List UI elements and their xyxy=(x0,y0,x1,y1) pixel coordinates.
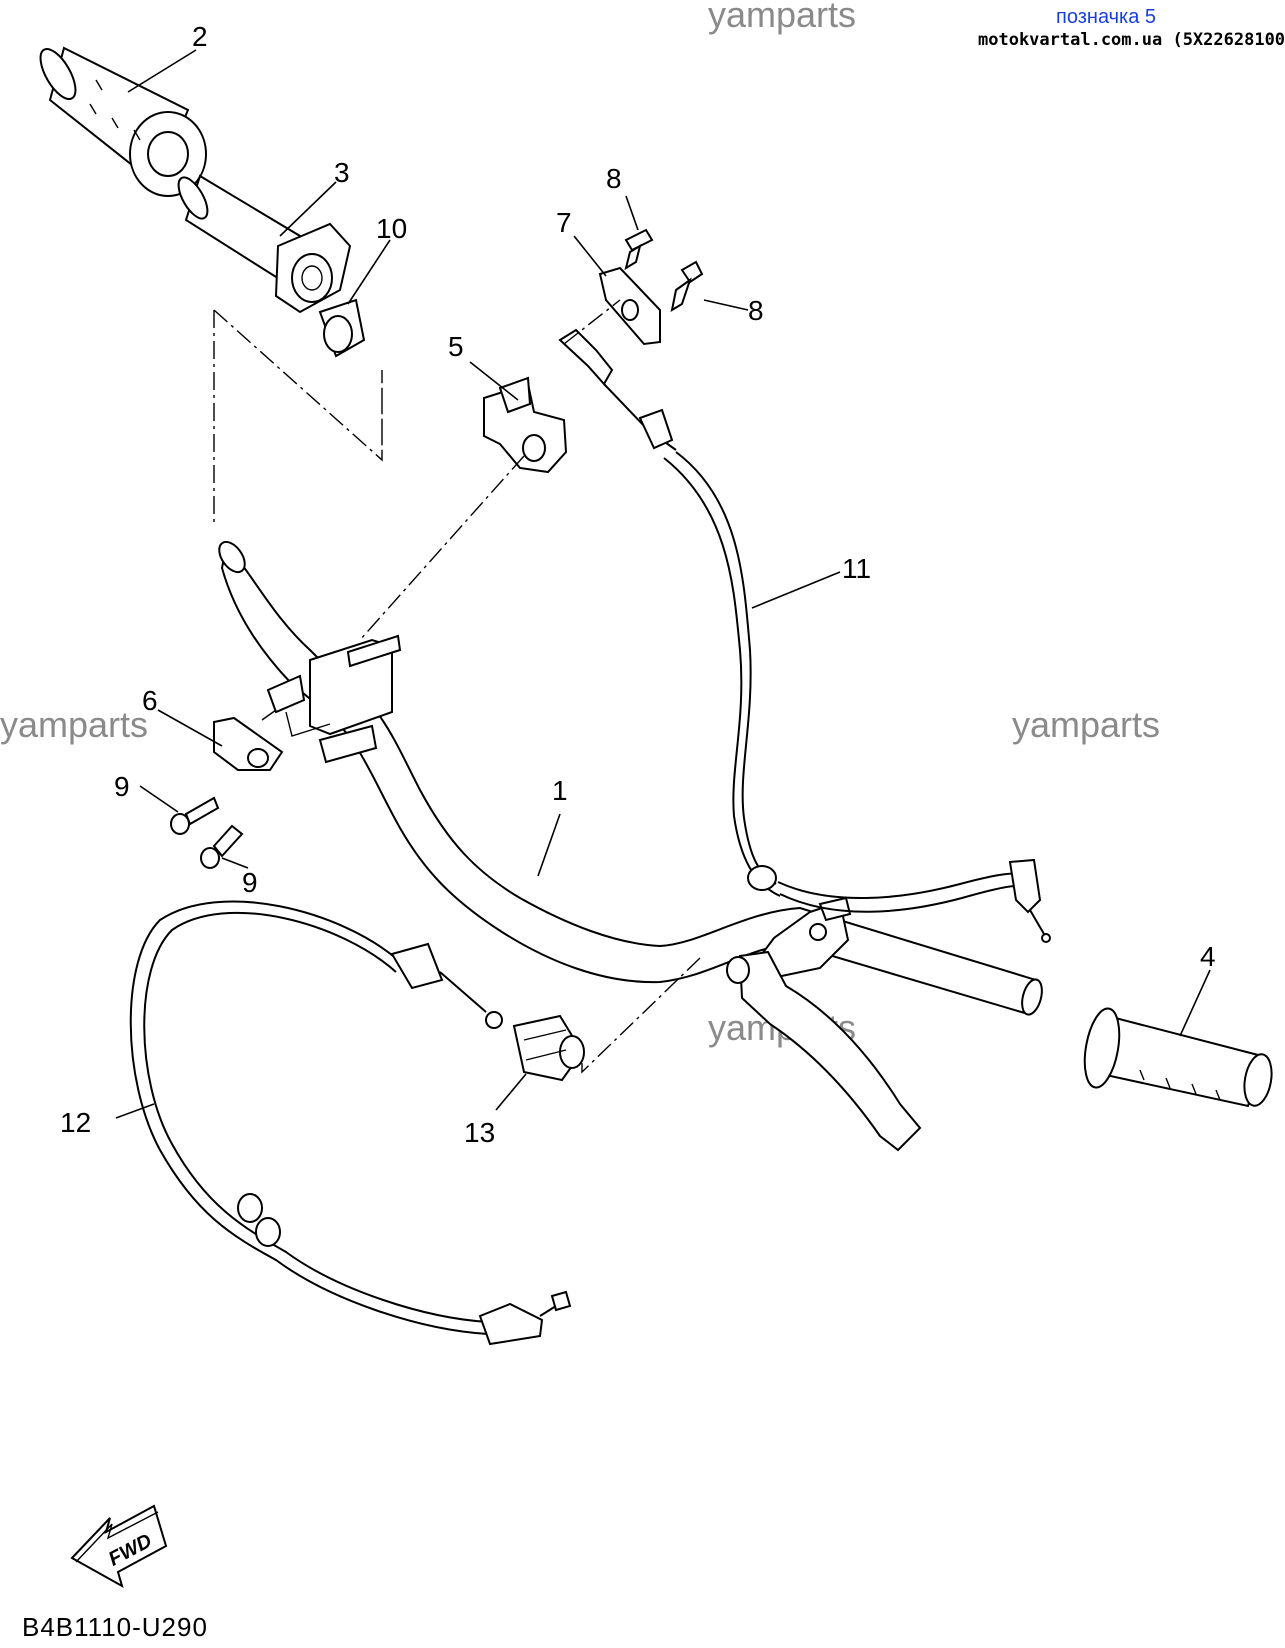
throttle-tube xyxy=(177,174,352,314)
collar xyxy=(318,298,366,358)
badge-label: позначка 5 xyxy=(1056,6,1156,28)
callout-4: 4 xyxy=(1200,941,1216,972)
callout-5: 5 xyxy=(448,331,464,362)
callout-6: 6 xyxy=(142,685,158,716)
cable-adjuster xyxy=(512,1014,585,1082)
callout-8a: 8 xyxy=(606,163,622,194)
assembly-lines xyxy=(213,299,701,1074)
callout-3: 3 xyxy=(334,157,350,188)
throttle-housing xyxy=(483,376,568,474)
handlebar xyxy=(218,540,1043,1016)
clamp xyxy=(213,716,284,771)
lever-assembly xyxy=(726,896,922,1152)
grip-left xyxy=(39,46,207,197)
callout-11: 11 xyxy=(842,553,871,584)
fwd-arrow-icon: FWD xyxy=(70,1504,168,1589)
callout-9a: 9 xyxy=(114,771,130,802)
watermark-left: yamparts xyxy=(0,704,148,745)
screw-8a xyxy=(624,228,654,271)
callout-9b: 9 xyxy=(242,867,258,898)
master-cylinder xyxy=(266,634,402,764)
grip-right xyxy=(1083,1007,1273,1108)
screw-8b xyxy=(670,260,704,313)
callout-2: 2 xyxy=(192,21,208,52)
callout-13: 13 xyxy=(464,1117,495,1148)
diagram-code: B4B1110-U290 xyxy=(22,1612,208,1642)
callout-8b: 8 xyxy=(748,295,764,326)
housing-cover xyxy=(598,266,661,346)
throttle-cable xyxy=(558,328,1051,943)
callout-7: 7 xyxy=(556,207,572,238)
bolt-9a xyxy=(170,796,220,835)
callout-1: 1 xyxy=(552,775,568,806)
clutch-cable xyxy=(129,900,572,1346)
callout-10: 10 xyxy=(376,213,407,244)
callout-12: 12 xyxy=(60,1107,91,1138)
bolt-9b xyxy=(200,824,244,869)
leader-lines xyxy=(115,49,1211,1119)
watermark-right: yamparts xyxy=(1012,704,1160,745)
callouts: 1 2 3 4 5 6 7 8 8 9 9 10 11 12 13 xyxy=(60,21,1216,1148)
site-label: motokvartal.com.ua (5X2262810000) xyxy=(978,30,1285,50)
watermark-top: yamparts xyxy=(708,0,856,35)
